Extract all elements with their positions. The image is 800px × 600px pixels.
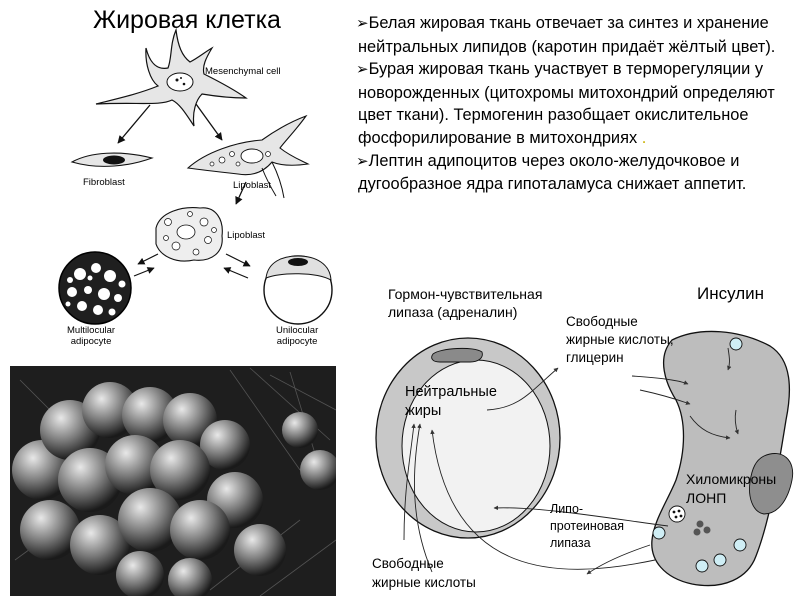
arrow-ffa-to-fat-cell: [493, 505, 669, 527]
label-fibroblast: Fibroblast: [83, 177, 125, 188]
bullet-leptin: ➢Лептин адипоцитов через около-желудочко…: [356, 150, 798, 196]
arrow-bullet-icon: ➢: [356, 61, 369, 79]
lipase-droplet: [431, 347, 483, 363]
bullet-white-fat: ➢Белая жировая ткань отвечает за синтез …: [356, 12, 798, 58]
arrow-from-multilocular: [133, 267, 155, 277]
label-hormone-sensitive-lipase: Гормон-чувствительная липаза (адреналин): [388, 285, 542, 321]
label-line: липаза: [550, 536, 591, 550]
label-lipoblast-2: Lipoblast: [227, 230, 266, 241]
label-line: Липо-: [550, 502, 584, 516]
arrow-to-lipoblast: [195, 103, 223, 141]
capillary: [651, 330, 794, 587]
arrow-ffa-release: [586, 544, 651, 575]
lipoblast-spindle: [186, 114, 310, 199]
chylomicron-particles: [668, 505, 711, 536]
multilocular-adipocyte: [58, 251, 132, 325]
arrow-uptake-1: [403, 423, 416, 541]
arrow-uptake-3: [430, 429, 656, 570]
label-line: Свободные: [566, 314, 638, 329]
arrow-to-unilocular: [225, 253, 251, 267]
bullet-list: ➢Белая жировая ткань отвечает за синтез …: [356, 12, 798, 196]
bullet-tail: .: [637, 128, 647, 147]
arrow-bullet-icon: ➢: [356, 15, 369, 32]
label-chylomicrons: Хиломикроны ЛОНП: [686, 470, 776, 508]
slide-title: Жировая клетка: [93, 6, 281, 34]
label-line: adipocyte: [70, 336, 112, 347]
mesenchymal-cell: [95, 27, 248, 127]
label-line: протеиновая: [550, 519, 624, 533]
bullet-text: Бурая жировая ткань участвует в терморег…: [358, 60, 775, 147]
label-line: Нейтральные: [405, 384, 497, 400]
arrow-lipolysis: [486, 367, 559, 411]
arrow-uptake-2: [414, 423, 433, 573]
label-line: ЛОНП: [686, 490, 727, 506]
label-line: глицерин: [566, 350, 624, 365]
label-ffa-glycerol: Свободные жирные кислоты, глицерин: [566, 313, 674, 367]
lipoprotein-lipase-droplets: [652, 337, 747, 573]
bullet-text: Лептин адипоцитов через около-желудочков…: [358, 151, 747, 194]
label-unilocular: Unilocular adipocyte: [276, 325, 318, 347]
arrow-to-multilocular: [137, 253, 159, 265]
arrow-to-fibroblast: [117, 104, 151, 144]
label-line: Гормон-чувствительная: [388, 286, 543, 302]
arrow-to-lipoblast-round: [235, 181, 247, 205]
arrow-from-unilocular: [223, 267, 249, 279]
label-line: Unilocular: [276, 325, 319, 336]
unilocular-adipocyte: [263, 255, 333, 325]
label-line: жирные кислоты,: [566, 332, 674, 347]
label-lipoprotein-lipase: Липо- протеиновая липаза: [550, 501, 624, 552]
bullet-brown-fat: ➢Бурая жировая ткань участвует в терморе…: [356, 58, 798, 149]
fibroblast-cell: [70, 152, 154, 167]
label-line: Свободные: [372, 556, 444, 571]
label-line: жиры: [405, 403, 442, 419]
label-line: жирные кислоты: [372, 575, 476, 590]
label-free-fatty-acids: Свободные жирные кислоты: [372, 554, 476, 592]
bullet-text: Белая жировая ткань отвечает за синтез и…: [358, 14, 776, 56]
label-multilocular: Multilocular adipocyte: [67, 325, 115, 347]
arrow-ffa-into-blood: [631, 375, 689, 385]
label-line: Multilocular: [67, 325, 116, 336]
arrow-bullet-icon: ➢: [356, 152, 369, 170]
label-line: Хиломикроны: [686, 471, 777, 487]
label-lipoblast-1: Lipoblast: [233, 180, 272, 191]
capillary-nucleus: [749, 453, 794, 515]
label-line: липаза (адреналин): [388, 304, 518, 320]
label-insulin: Инсулин: [697, 284, 765, 303]
fat-cell: [375, 337, 561, 539]
label-line: adipocyte: [276, 336, 318, 347]
label-mesenchymal-cell: Mesenchymal cell: [205, 66, 281, 77]
lipoblast-round: [155, 207, 223, 262]
label-neutral-fats: Нейтральные жиры: [405, 383, 497, 421]
